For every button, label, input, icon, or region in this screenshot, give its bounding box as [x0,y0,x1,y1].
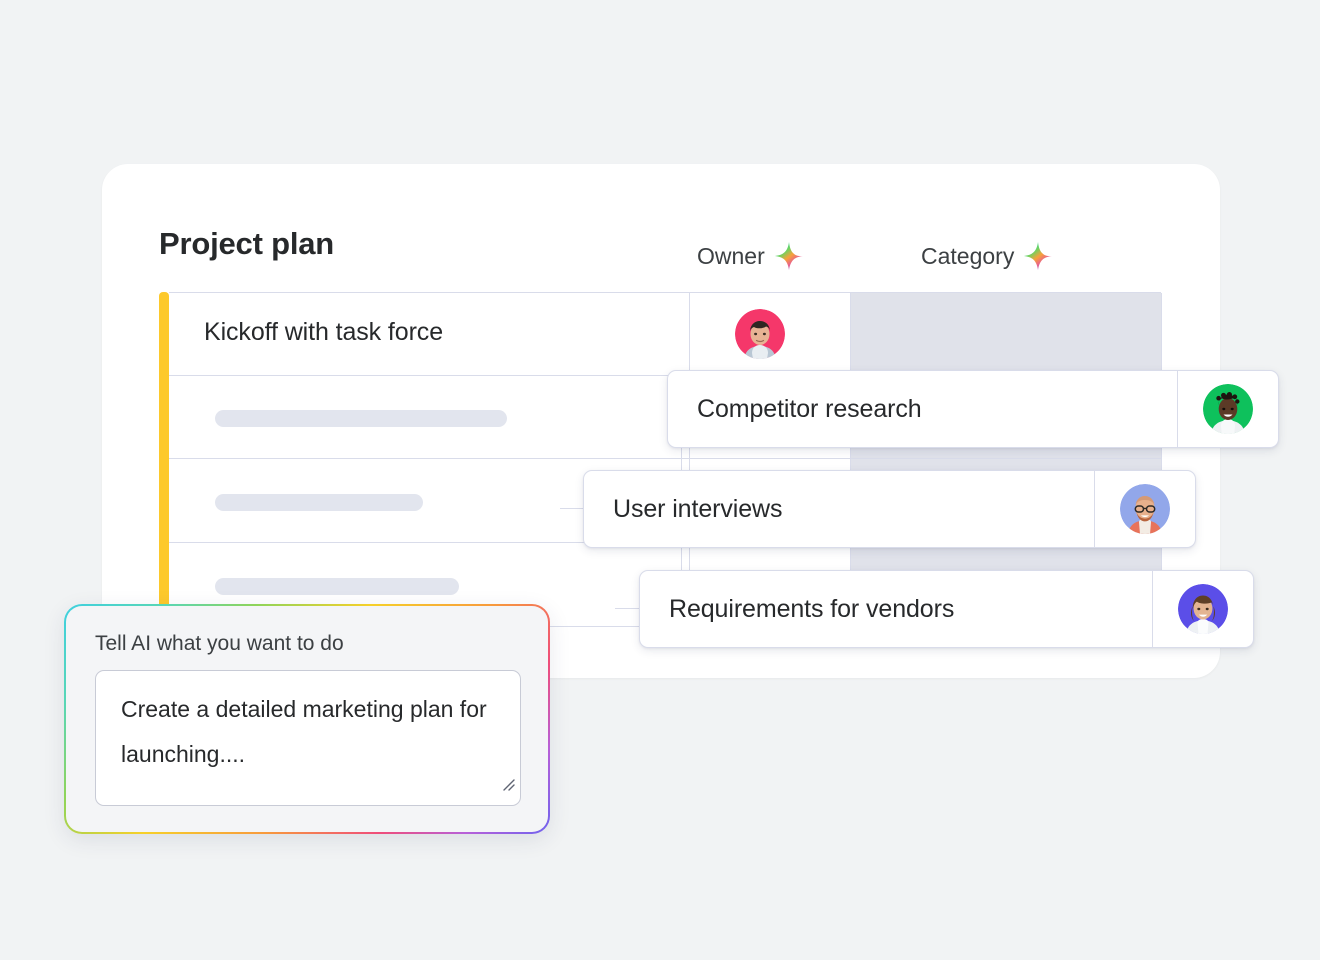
column-divider [1161,293,1162,629]
column-header-owner[interactable]: Owner [697,241,804,271]
task-card-title: Competitor research [697,394,922,423]
column-header-owner-label: Owner [697,242,765,269]
task-card-owner-cell[interactable] [1177,371,1278,447]
task-card-owner-cell[interactable] [1094,471,1195,547]
avatar-competitor-research [1203,384,1253,434]
column-divider [689,293,690,629]
task-card-title: Requirements for vendors [669,594,955,623]
ai-prompt-popover: Tell AI what you want to do Create a det… [64,604,550,834]
task-card-requirements-for-vendors[interactable]: Requirements for vendors [631,570,1254,648]
column-header-category[interactable]: Category [921,241,1053,271]
page-title: Project plan [159,226,335,261]
table-accent-rail [159,292,169,628]
ai-sparkle-icon [1023,241,1053,271]
ai-prompt-label: Tell AI what you want to do [95,632,344,655]
avatar [735,309,785,359]
avatar-user-interviews [1120,484,1170,534]
task-card-owner-cell[interactable] [1152,571,1253,647]
table-row-title-kickoff: Kickoff with task force [204,318,443,346]
card-connector [560,508,584,509]
column-divider [850,293,851,629]
table-row[interactable] [169,293,1161,376]
card-connector [681,548,682,572]
task-card-user-interviews[interactable]: User interviews [575,470,1196,548]
avatar-requirements-for-vendors [1178,584,1228,634]
row-placeholder-bar [215,578,459,595]
card-connector [681,448,682,472]
ai-prompt-input[interactable]: Create a detailed marketing plan for lau… [95,670,521,806]
resize-handle-icon[interactable] [501,777,515,796]
card-connector [615,608,641,609]
avatar-kickoff-with-task-force[interactable] [735,309,785,359]
row-placeholder-bar [215,410,507,427]
task-card-title: User interviews [613,494,783,523]
table-row[interactable] [169,376,1161,459]
column-header-category-label: Category [921,242,1015,269]
ai-sparkle-icon [774,241,804,271]
task-card-competitor-research[interactable]: Competitor research [659,370,1279,448]
row-placeholder-bar [215,494,423,511]
ai-prompt-inner: Tell AI what you want to do Create a det… [66,606,548,832]
